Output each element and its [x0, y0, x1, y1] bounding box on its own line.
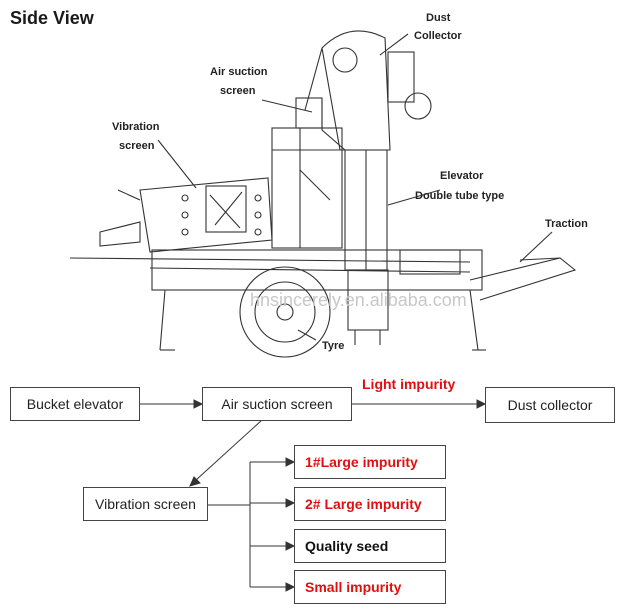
diagram-title: Side View [10, 8, 94, 28]
label-elevator-type: Double tube type [415, 190, 505, 202]
tyre-drawing [239, 266, 331, 358]
quality-seed-label: Quality seed [305, 538, 389, 554]
box-air-suction-screen: Air suction screen [202, 387, 352, 421]
box-large-impurity-2: 2# Large impurity [294, 487, 446, 521]
box-bucket-elevator-label: Bucket elevator [26, 396, 124, 412]
chassis-drawing [69, 249, 486, 351]
label-traction: Traction [545, 218, 588, 230]
box-dust-collector: Dust collector [485, 387, 615, 423]
label-air-suction-screen: screen [220, 85, 256, 97]
label-vibration-screen: screen [119, 140, 155, 152]
air-suction-screen-drawing [271, 127, 343, 249]
label-air-suction: Air suction [210, 66, 268, 78]
flowchart-arrows [140, 399, 487, 592]
box-quality-seed: Quality seed [294, 529, 446, 563]
vibration-screen-drawing [99, 177, 273, 253]
label-tyre: Tyre [322, 340, 345, 352]
dust-collector-drawing [304, 30, 432, 151]
box-air-suction-label: Air suction screen [221, 396, 333, 412]
watermark: hnsincerely.en.alibaba.com [250, 290, 467, 310]
light-impurity-label: Light impurity [362, 376, 456, 392]
elevator-drawing [295, 97, 389, 345]
box-large-impurity-1: 1#Large impurity [294, 445, 446, 479]
large-impurity-1-label: 1#Large impurity [305, 454, 418, 470]
label-collector: Collector [414, 30, 462, 42]
box-vibration-screen: Vibration screen [83, 487, 208, 521]
small-impurity-label: Small impurity [305, 579, 402, 595]
label-dust: Dust [426, 12, 451, 24]
box-small-impurity: Small impurity [294, 570, 446, 604]
box-vibration-screen-label: Vibration screen [95, 496, 196, 512]
large-impurity-2-label: 2# Large impurity [305, 496, 422, 512]
traction-drawing [469, 257, 577, 301]
label-elevator: Elevator [440, 170, 484, 182]
box-dust-collector-label: Dust collector [507, 397, 593, 413]
label-vibration: Vibration [112, 121, 160, 133]
box-bucket-elevator: Bucket elevator [10, 387, 140, 421]
